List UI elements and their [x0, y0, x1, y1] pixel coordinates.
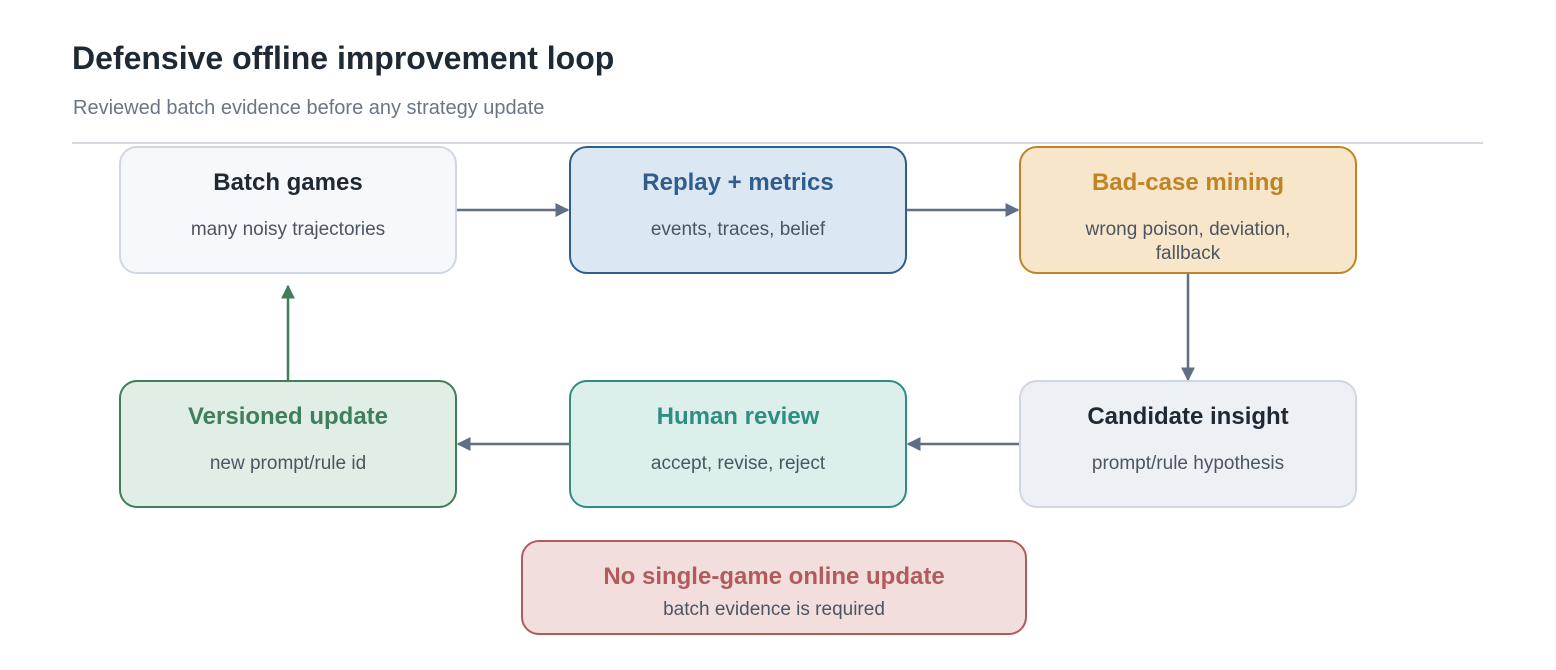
node-bad-case-mining: Bad-case mining wrong poison, deviation,… — [1019, 146, 1357, 274]
node-batch-games: Batch games many noisy trajectories — [119, 146, 457, 274]
note-title: No single-game online update — [603, 563, 945, 590]
node-replay-metrics: Replay + metrics events, traces, belief — [569, 146, 907, 274]
node-title: Bad-case mining — [1091, 169, 1285, 196]
node-subtitle: accept, revise, reject — [650, 453, 826, 474]
constraint-note: No single-game online update batch evide… — [521, 540, 1027, 635]
node-subtitle: new prompt/rule id — [209, 453, 367, 474]
node-title: Batch games — [213, 169, 363, 196]
note-subtitle: batch evidence is required — [663, 599, 885, 620]
node-candidate-insight: Candidate insight prompt/rule hypothesis — [1019, 380, 1357, 508]
node-human-review: Human review accept, revise, reject — [569, 380, 907, 508]
node-versioned-update: Versioned update new prompt/rule id — [119, 380, 457, 508]
node-subtitle: prompt/rule hypothesis — [1091, 453, 1285, 474]
diagram-title: Defensive offline improvement loop — [72, 40, 615, 76]
node-subtitle: many noisy trajectories — [190, 219, 386, 240]
node-title: Replay + metrics — [642, 169, 834, 196]
node-subtitle: events, traces, belief — [650, 219, 826, 240]
node-subtitle: wrong poison, deviation, fallback — [1085, 219, 1291, 264]
node-title: Versioned update — [187, 403, 389, 430]
diagram-subtitle: Reviewed batch evidence before any strat… — [73, 97, 545, 119]
node-title: Candidate insight — [1087, 403, 1289, 430]
node-title: Human review — [656, 403, 820, 430]
header-divider — [72, 142, 1483, 144]
